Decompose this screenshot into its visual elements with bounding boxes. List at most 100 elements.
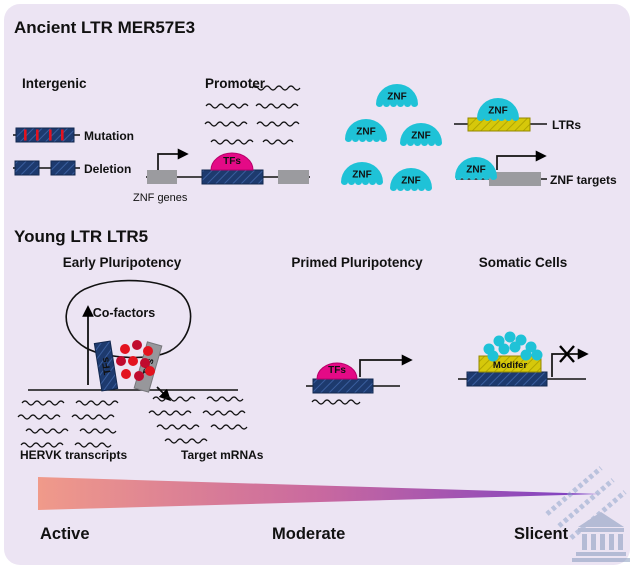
gene-flank-box-left <box>147 170 177 184</box>
promoter-label: Promoter <box>205 76 266 91</box>
target-mrnas-label: Target mRNAs <box>181 448 264 462</box>
intergenic-label: Intergenic <box>22 76 87 91</box>
building-column <box>609 534 614 550</box>
deletion-box-right <box>50 160 76 176</box>
modifier-dot <box>487 350 499 362</box>
wavy-transcript <box>255 103 299 109</box>
ltr-promoter-box <box>201 169 264 185</box>
building-step <box>576 552 626 556</box>
building-column <box>600 534 605 550</box>
mutation-mark <box>24 129 27 141</box>
primed-pluripotency-panel: TFs <box>306 354 413 405</box>
building-step <box>572 558 630 562</box>
wavy-transcript <box>20 442 64 448</box>
wavy-transcript <box>204 121 248 127</box>
tf-dome-label: TFs <box>328 365 346 376</box>
wavy-transcript <box>210 424 248 430</box>
wavy-transcript <box>152 396 196 402</box>
wavy-transcript <box>205 103 249 109</box>
wavy-transcript <box>156 424 200 430</box>
x-stroke <box>559 345 575 363</box>
young-ltr-section: Young LTR LTR5 Early Pluripotency Primed… <box>14 227 589 462</box>
cofactor-dot <box>120 344 130 354</box>
wavy-transcript <box>25 428 69 434</box>
blocked-transcription-arrow <box>551 348 589 377</box>
somatic-cells-header: Somatic Cells <box>479 255 568 270</box>
cofactor-dot <box>128 356 138 366</box>
building-column <box>618 534 623 550</box>
deletion-label: Deletion <box>84 162 131 176</box>
wavy-transcript <box>206 396 244 402</box>
wavy-transcript <box>71 414 115 420</box>
cofactors-label: Co-factors <box>93 306 156 320</box>
modifier-dots <box>483 331 543 362</box>
ancient-title: Ancient LTR MER57E3 <box>14 18 195 37</box>
modifier-dot <box>531 349 543 361</box>
znf-on-ltr-track: LTRs <box>454 98 581 132</box>
active-label: Active <box>40 525 90 543</box>
modifier-dot <box>493 335 505 347</box>
cofactor-dot <box>116 356 126 366</box>
gene-flank-box-right <box>278 170 309 184</box>
wavy-transcript <box>210 139 254 145</box>
moderate-label: Moderate <box>272 525 345 543</box>
ancient-ltr-section: Ancient LTR MER57E3 Intergenic Mutation … <box>13 18 617 204</box>
silent-label: Slicent <box>514 525 569 543</box>
target-gene-box <box>489 172 541 186</box>
modifier-label: Modifer <box>493 360 528 371</box>
cofactor-dot <box>140 358 150 368</box>
primed-ltr-box <box>312 378 374 394</box>
wavy-transcript <box>251 85 301 91</box>
wavy-transcript <box>256 121 300 127</box>
modifier-dot <box>525 341 537 353</box>
znf-targets-label: ZNF targets <box>550 173 617 187</box>
tf-dome <box>210 152 254 171</box>
blocked-x-mark <box>559 345 575 363</box>
tf-dome <box>316 362 358 380</box>
modifier-dot <box>520 349 532 361</box>
activity-spectrum: Active Moderate Slicent <box>38 477 600 543</box>
wavy-transcript <box>262 139 294 145</box>
cofactor-dot <box>132 340 142 350</box>
target-mrna-squiggles <box>148 396 248 444</box>
wavy-transcript <box>148 410 192 416</box>
mutation-track: Mutation <box>13 127 134 143</box>
mutation-mark <box>36 129 39 141</box>
mutation-mark <box>61 129 64 141</box>
cofactor-dots <box>116 340 155 381</box>
transcription-start-arrow <box>157 148 189 170</box>
gradient-wedge <box>38 477 600 510</box>
wavy-transcript <box>79 428 117 434</box>
tf-box-navy: TFs <box>93 340 119 392</box>
building-column <box>591 534 596 550</box>
watermark-text-row <box>557 478 615 528</box>
wavy-transcript <box>21 400 65 406</box>
wavy-transcript <box>17 414 61 420</box>
primed-transcription-arrow <box>359 354 413 377</box>
wavy-transcript <box>202 410 246 416</box>
watermark-building-icon <box>572 512 630 562</box>
mutation-mark <box>49 129 52 141</box>
wavy-transcript <box>75 400 119 406</box>
modifier-dot <box>504 331 516 343</box>
hervk-transcript-squiggles <box>17 400 119 448</box>
wavy-transcript <box>74 442 112 448</box>
tf-box-navy-rect <box>93 340 119 392</box>
deletion-box-left <box>14 160 40 176</box>
building-architrave <box>578 528 624 532</box>
modifier-dot <box>498 343 510 355</box>
building-roof <box>578 512 624 527</box>
znf-genes-label: ZNF genes <box>133 192 188 204</box>
cofactor-dot <box>145 366 155 376</box>
somatic-cells-panel: Modifer <box>458 331 589 387</box>
wavy-transcript <box>164 438 208 444</box>
cofactor-dot <box>143 346 153 356</box>
hervk-transcripts-label: HERVK transcripts <box>20 448 127 462</box>
ltrs-label: LTRs <box>552 118 581 132</box>
early-pluripotency-header: Early Pluripotency <box>63 255 182 270</box>
znf-targets-track: ZNF targets <box>455 150 617 187</box>
wavy-transcript <box>311 399 361 405</box>
primed-pluripotency-header: Primed Pluripotency <box>291 255 423 270</box>
